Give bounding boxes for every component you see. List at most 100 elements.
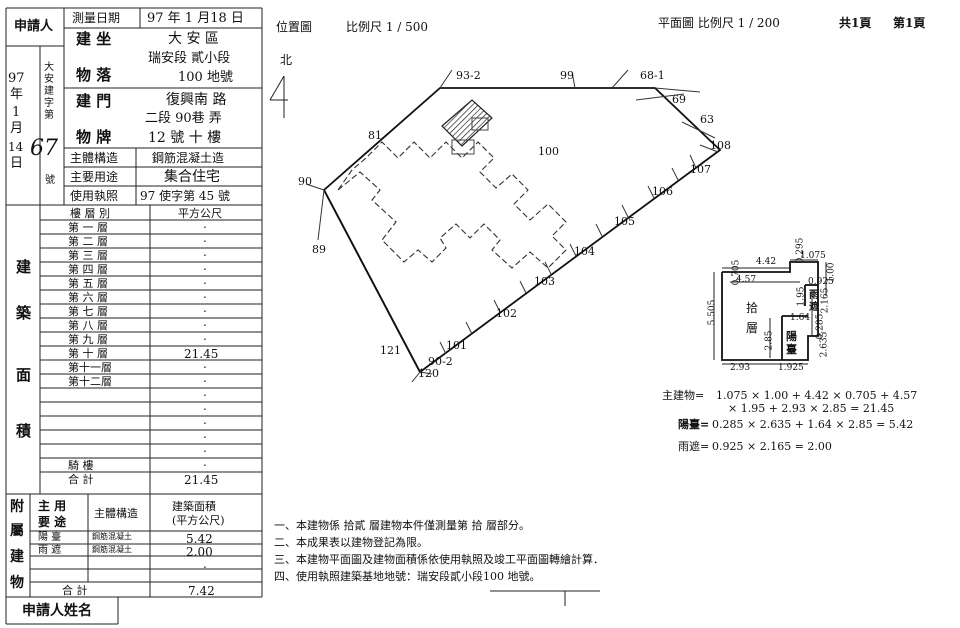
permit-number-unit: 號 xyxy=(45,175,55,186)
room-main-label: 拾 層 xyxy=(746,301,759,335)
area-row-value: . xyxy=(203,231,207,245)
date-month-unit: 月 xyxy=(10,121,24,136)
location-label-1: 建 坐 xyxy=(76,30,112,48)
annex-row-use: 陽 臺 xyxy=(38,532,62,543)
door-lane: 二段 90巷 弄 xyxy=(145,111,222,126)
area-row-floor: 合 計 xyxy=(68,473,94,486)
survey-date-label: 測量日期 xyxy=(72,11,121,25)
lot-number-label: 69 xyxy=(672,93,686,106)
room-canopy-label: 雨 遮 xyxy=(809,290,819,313)
area-col-unit: 平方公尺 xyxy=(178,207,222,220)
note-1: 一、本建物係 拾貳 層建物本件僅測量第 拾 層部分。 xyxy=(274,519,530,532)
area-row-value: . xyxy=(203,455,207,469)
annex-col-area: 建築面積 (平方公尺) xyxy=(172,500,225,527)
date-day-unit: 日 xyxy=(10,156,24,171)
plan-dimension-label: 2.93 xyxy=(730,363,751,373)
formula-balcony: 0.285 × 2.635 + 1.64 × 2.85 = 5.42 xyxy=(712,418,914,431)
plan-dimension-label: 4.42 xyxy=(756,257,777,267)
formula-canopy-label: 雨遮= xyxy=(678,440,710,453)
structure-label: 主體構造 xyxy=(70,151,119,165)
location-lot: 100 地號 xyxy=(178,70,233,85)
area-row-floor: 第 四 層 xyxy=(68,263,108,276)
formula-main: 1.075 × 1.00 + 4.42 × 0.705 + 4.57 xyxy=(716,389,918,402)
area-row-value: . xyxy=(203,273,207,287)
door-label-2: 物 牌 xyxy=(76,128,112,146)
annex-total-label: 合 計 xyxy=(62,584,88,597)
area-row-value: . xyxy=(203,413,207,427)
target-unit-hatch xyxy=(441,99,493,147)
area-side-char: 建 xyxy=(16,258,32,276)
area-row-value: 21.45 xyxy=(184,347,219,361)
lot-number-label: 90 xyxy=(298,175,312,188)
plan-dimension-label: 1.925 xyxy=(778,363,804,373)
permit-chars: 大安建字第 xyxy=(44,62,54,121)
permit-number: 67 xyxy=(30,136,58,161)
location-map-title: 位置圖 xyxy=(276,20,313,34)
lot-number-label: 104 xyxy=(574,245,595,258)
area-row-floor: 第 十 層 xyxy=(68,347,108,360)
location-district: 大 安 區 xyxy=(168,31,219,47)
annex-side-char: 屬 xyxy=(10,523,24,539)
applicant-name-label: 申請人姓名 xyxy=(22,603,92,619)
lot-number-label: 90-2 xyxy=(428,355,453,368)
annex-row-struct: 鋼筋混凝土 xyxy=(92,532,132,541)
area-row-floor: 第十一層 xyxy=(68,361,112,374)
area-row-value: . xyxy=(203,259,207,273)
date-year-unit: 年 xyxy=(10,87,24,102)
lot-number-label: 99 xyxy=(560,69,574,82)
site-boundary xyxy=(323,87,722,374)
lot-number-label: 93-2 xyxy=(456,69,481,82)
annex-col-struct: 主體構造 xyxy=(94,507,138,520)
area-row-value: . xyxy=(203,315,207,329)
area-row-value: 21.45 xyxy=(184,473,219,487)
area-col-floor: 樓 層 別 xyxy=(70,207,110,220)
note-4: 四、使用執照建築基地地號：瑞安段貳小段100 地號。 xyxy=(274,570,541,583)
lot-number-label: 105 xyxy=(614,215,635,228)
north-label: 北 xyxy=(280,53,293,67)
area-row-value: . xyxy=(203,399,207,413)
area-row-floor: 第 六 層 xyxy=(68,291,108,304)
annex-row-area: . xyxy=(203,557,207,571)
area-row-value: . xyxy=(203,245,207,259)
area-row-floor: 第 二 層 xyxy=(68,235,108,248)
area-row-floor: 騎 樓 xyxy=(68,459,94,472)
door-road: 復興南 路 xyxy=(166,92,227,108)
area-row-floor: 第 七 層 xyxy=(68,305,108,318)
area-row-value: . xyxy=(203,357,207,371)
usage-label: 主要用途 xyxy=(70,170,119,184)
plan-dimension-label: 0.925 xyxy=(808,277,834,287)
lot-number-label: 108 xyxy=(710,139,731,152)
license-label: 使用執照 xyxy=(70,189,119,203)
location-section: 瑞安段 貳小段 xyxy=(148,51,231,66)
lot-number-label: 68-1 xyxy=(640,69,665,82)
lot-number-label: 101 xyxy=(446,339,467,352)
area-row-floor: 第 一 層 xyxy=(68,221,108,234)
location-label-2: 物 落 xyxy=(76,66,112,84)
lot-number-label: 103 xyxy=(534,275,555,288)
area-row-value: . xyxy=(203,385,207,399)
plan-total-pages: 共1頁 xyxy=(839,16,872,30)
formula-balcony-label: 陽臺= xyxy=(678,418,710,431)
lot-number-label: 107 xyxy=(690,163,711,176)
survey-date: 97 年 1 月18 日 xyxy=(147,11,244,26)
plan-dimension-label: 1.075 xyxy=(800,251,826,261)
area-row-value: . xyxy=(203,427,207,441)
date-month: 1 xyxy=(12,105,21,120)
location-map-scale: 比例尺 1 / 500 xyxy=(346,20,429,34)
annex-col-use: 主 用 要 途 xyxy=(38,499,67,529)
lot-number-label: 102 xyxy=(496,307,517,320)
applicant-label: 申請人 xyxy=(14,19,54,34)
lot-number-label: 89 xyxy=(312,243,326,256)
area-side-char: 積 xyxy=(16,422,32,440)
formula-main-label: 主建物= xyxy=(662,389,705,402)
lot-number-label: 81 xyxy=(368,129,382,142)
area-row-value: . xyxy=(203,217,207,231)
area-row-floor: 第 八 層 xyxy=(68,319,108,332)
north-arrow-icon xyxy=(269,75,288,118)
area-row-value: . xyxy=(203,301,207,315)
annex-side-char: 物 xyxy=(10,575,24,591)
lot-number-label: 100 xyxy=(538,145,559,158)
annex-row-struct: 鋼筋混凝土 xyxy=(92,545,132,554)
